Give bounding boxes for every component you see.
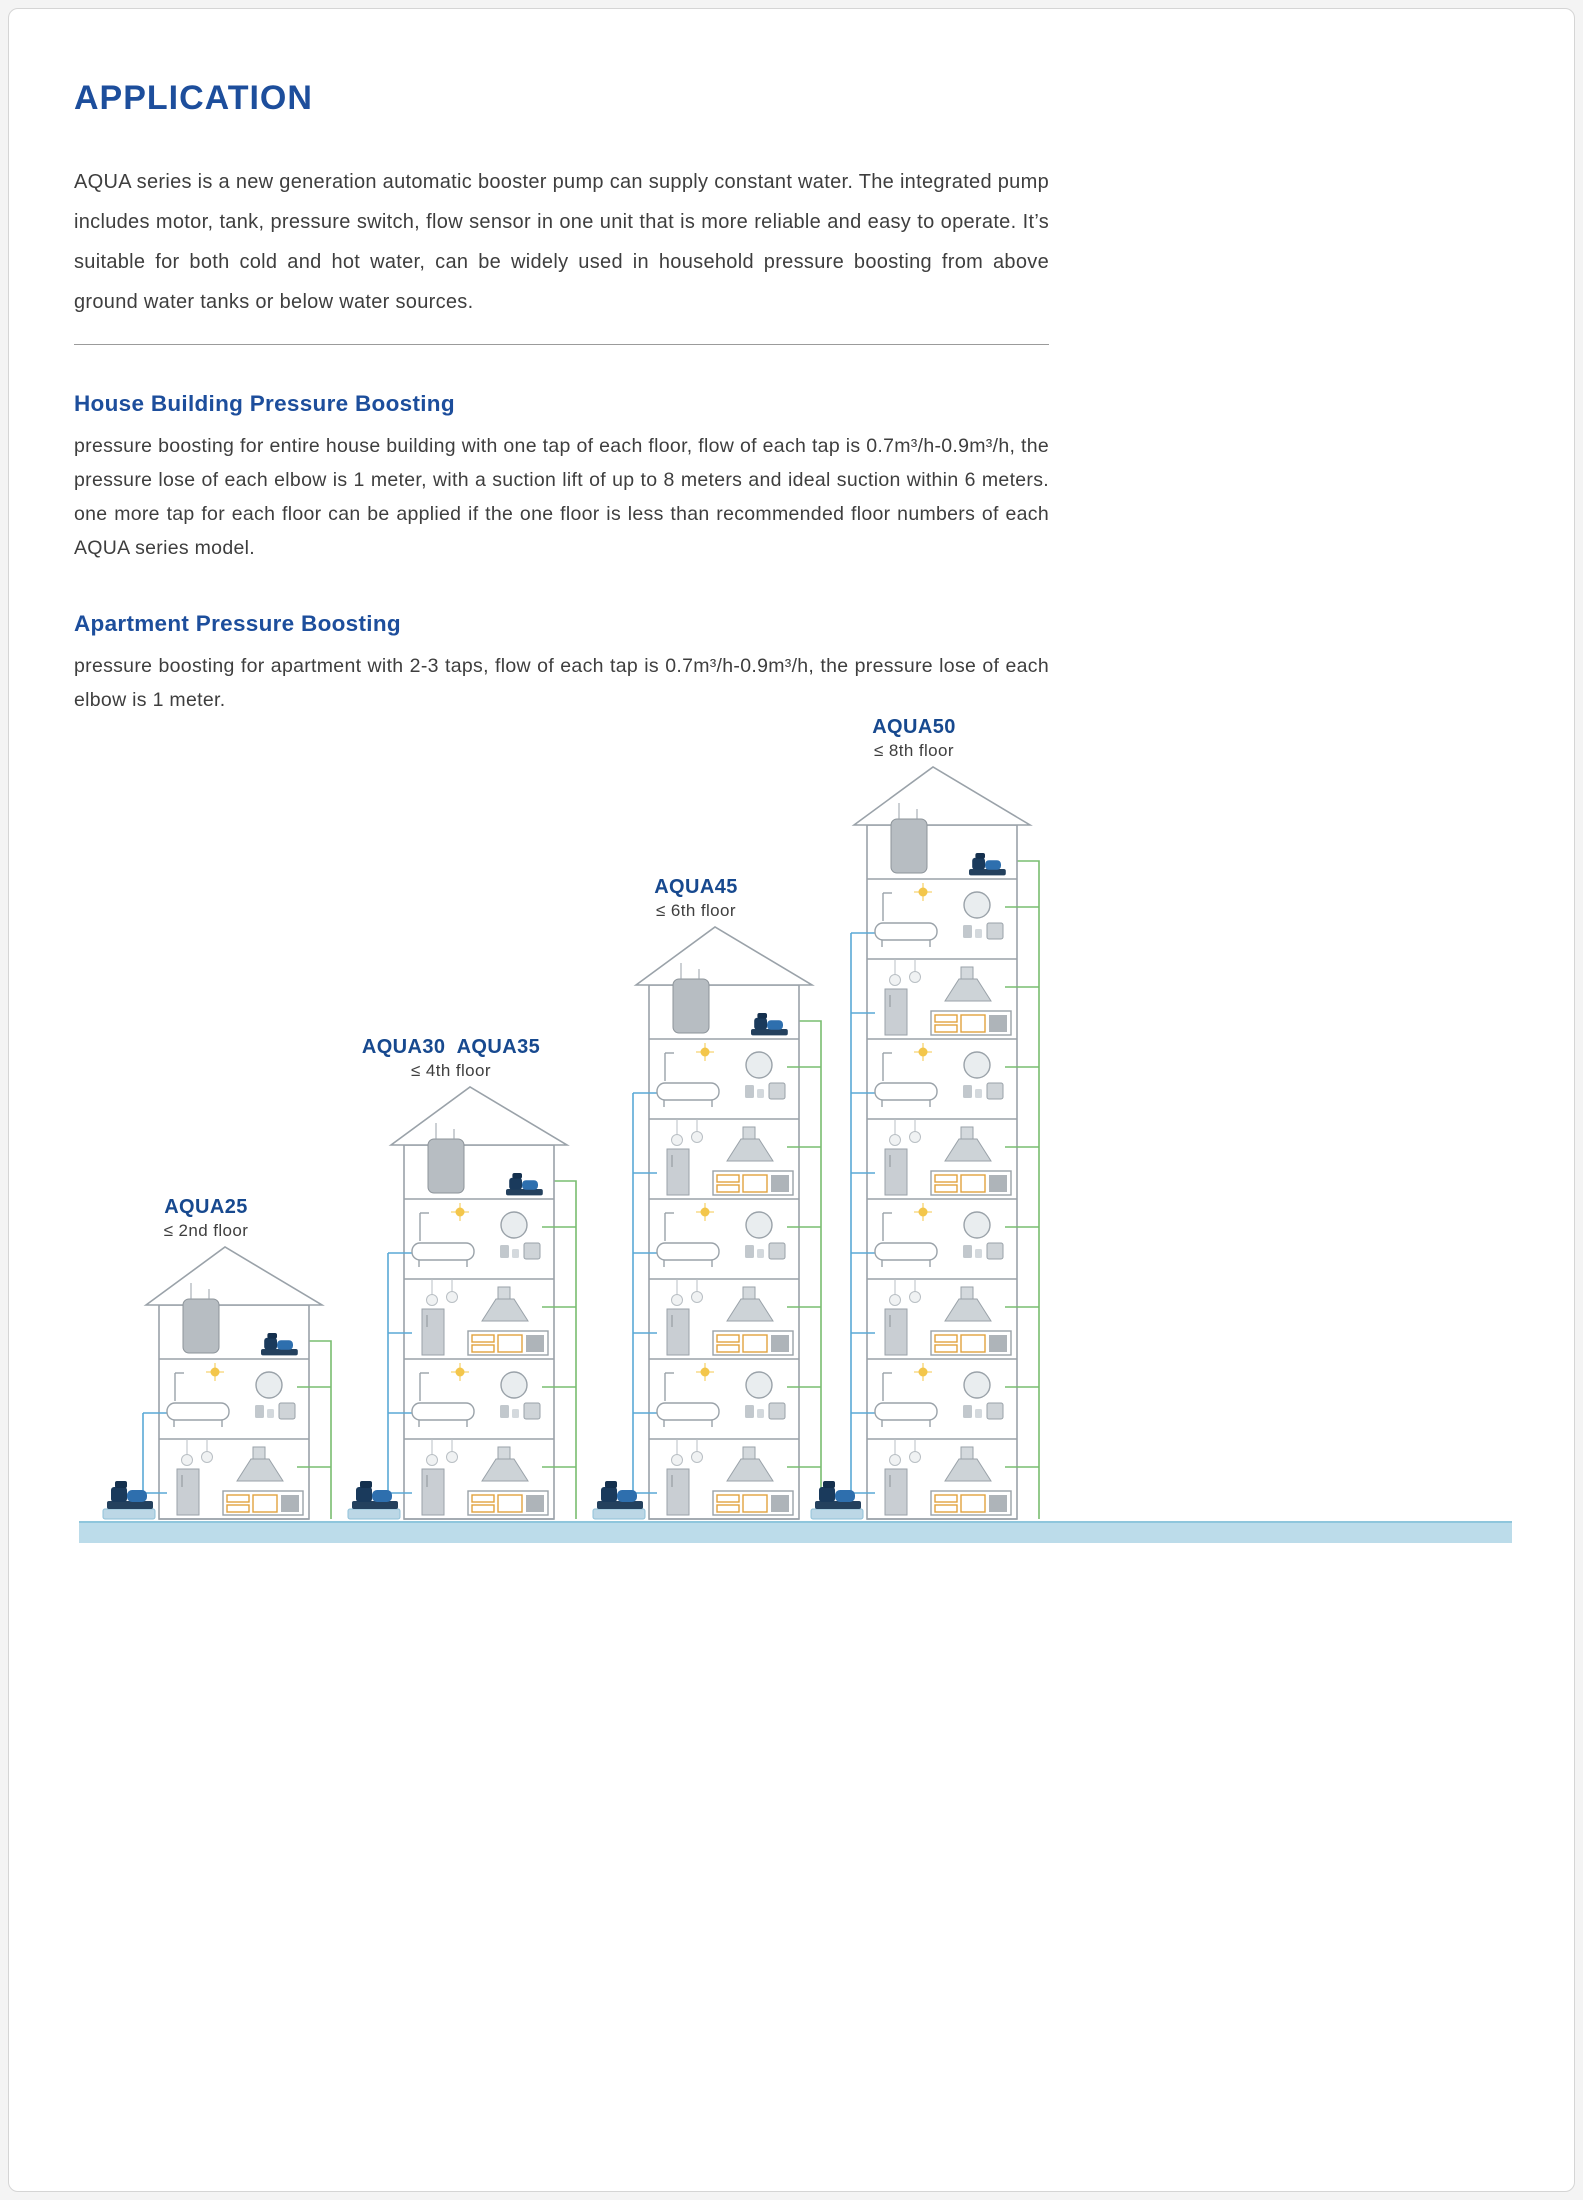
building-labels: AQUA30 AQUA35 ≤ 4th floor — [330, 1036, 572, 1081]
section-heading-apartment: Apartment Pressure Boosting — [74, 611, 401, 636]
building-labels: AQUA50 ≤ 8th floor — [793, 716, 1035, 761]
text-content: APPLICATION AQUA series is a new generat… — [9, 9, 1054, 717]
building-labels: AQUA25 ≤ 2nd floor — [85, 1196, 327, 1241]
model-label: AQUA50 — [872, 716, 956, 738]
ground-strip — [79, 1521, 1512, 1543]
building-illustration — [99, 1245, 341, 1521]
document-page: APPLICATION AQUA series is a new generat… — [8, 8, 1575, 2192]
building-illustration — [589, 925, 831, 1521]
building-aqua30-aqua35: AQUA30 AQUA35 ≤ 4th floor — [344, 1036, 586, 1521]
building-labels: AQUA45 ≤ 6th floor — [575, 876, 817, 921]
floor-limit-label: ≤ 8th floor — [874, 741, 954, 760]
floor-limit-label: ≤ 6th floor — [656, 901, 736, 920]
model-label: AQUA45 — [654, 876, 738, 898]
pressure-boosting-diagram: AQUA25 ≤ 2nd floor — [9, 716, 1574, 1553]
section-divider — [74, 344, 1049, 345]
model-label: AQUA30 AQUA35 — [361, 1036, 541, 1058]
floor-limit-label: ≤ 2nd floor — [163, 1221, 249, 1240]
floor-limit-label: ≤ 4th floor — [411, 1061, 491, 1080]
section-body-house-building: pressure boosting for entire house build… — [74, 435, 1049, 559]
building-aqua25: AQUA25 ≤ 2nd floor — [99, 1196, 341, 1521]
intro-paragraph: AQUA series is a new generation automati… — [74, 171, 1049, 313]
section-body-apartment: pressure boosting for apartment with 2-3… — [74, 655, 1049, 711]
building-illustration — [344, 1085, 586, 1521]
section-heading-house-building: House Building Pressure Boosting — [74, 391, 455, 416]
building-aqua45: AQUA45 ≤ 6th floor — [589, 876, 831, 1521]
page-title: APPLICATION — [74, 79, 313, 117]
building-aqua50: AQUA50 ≤ 8th floor — [807, 716, 1049, 1521]
model-label: AQUA25 — [164, 1196, 248, 1218]
building-illustration — [807, 765, 1049, 1521]
